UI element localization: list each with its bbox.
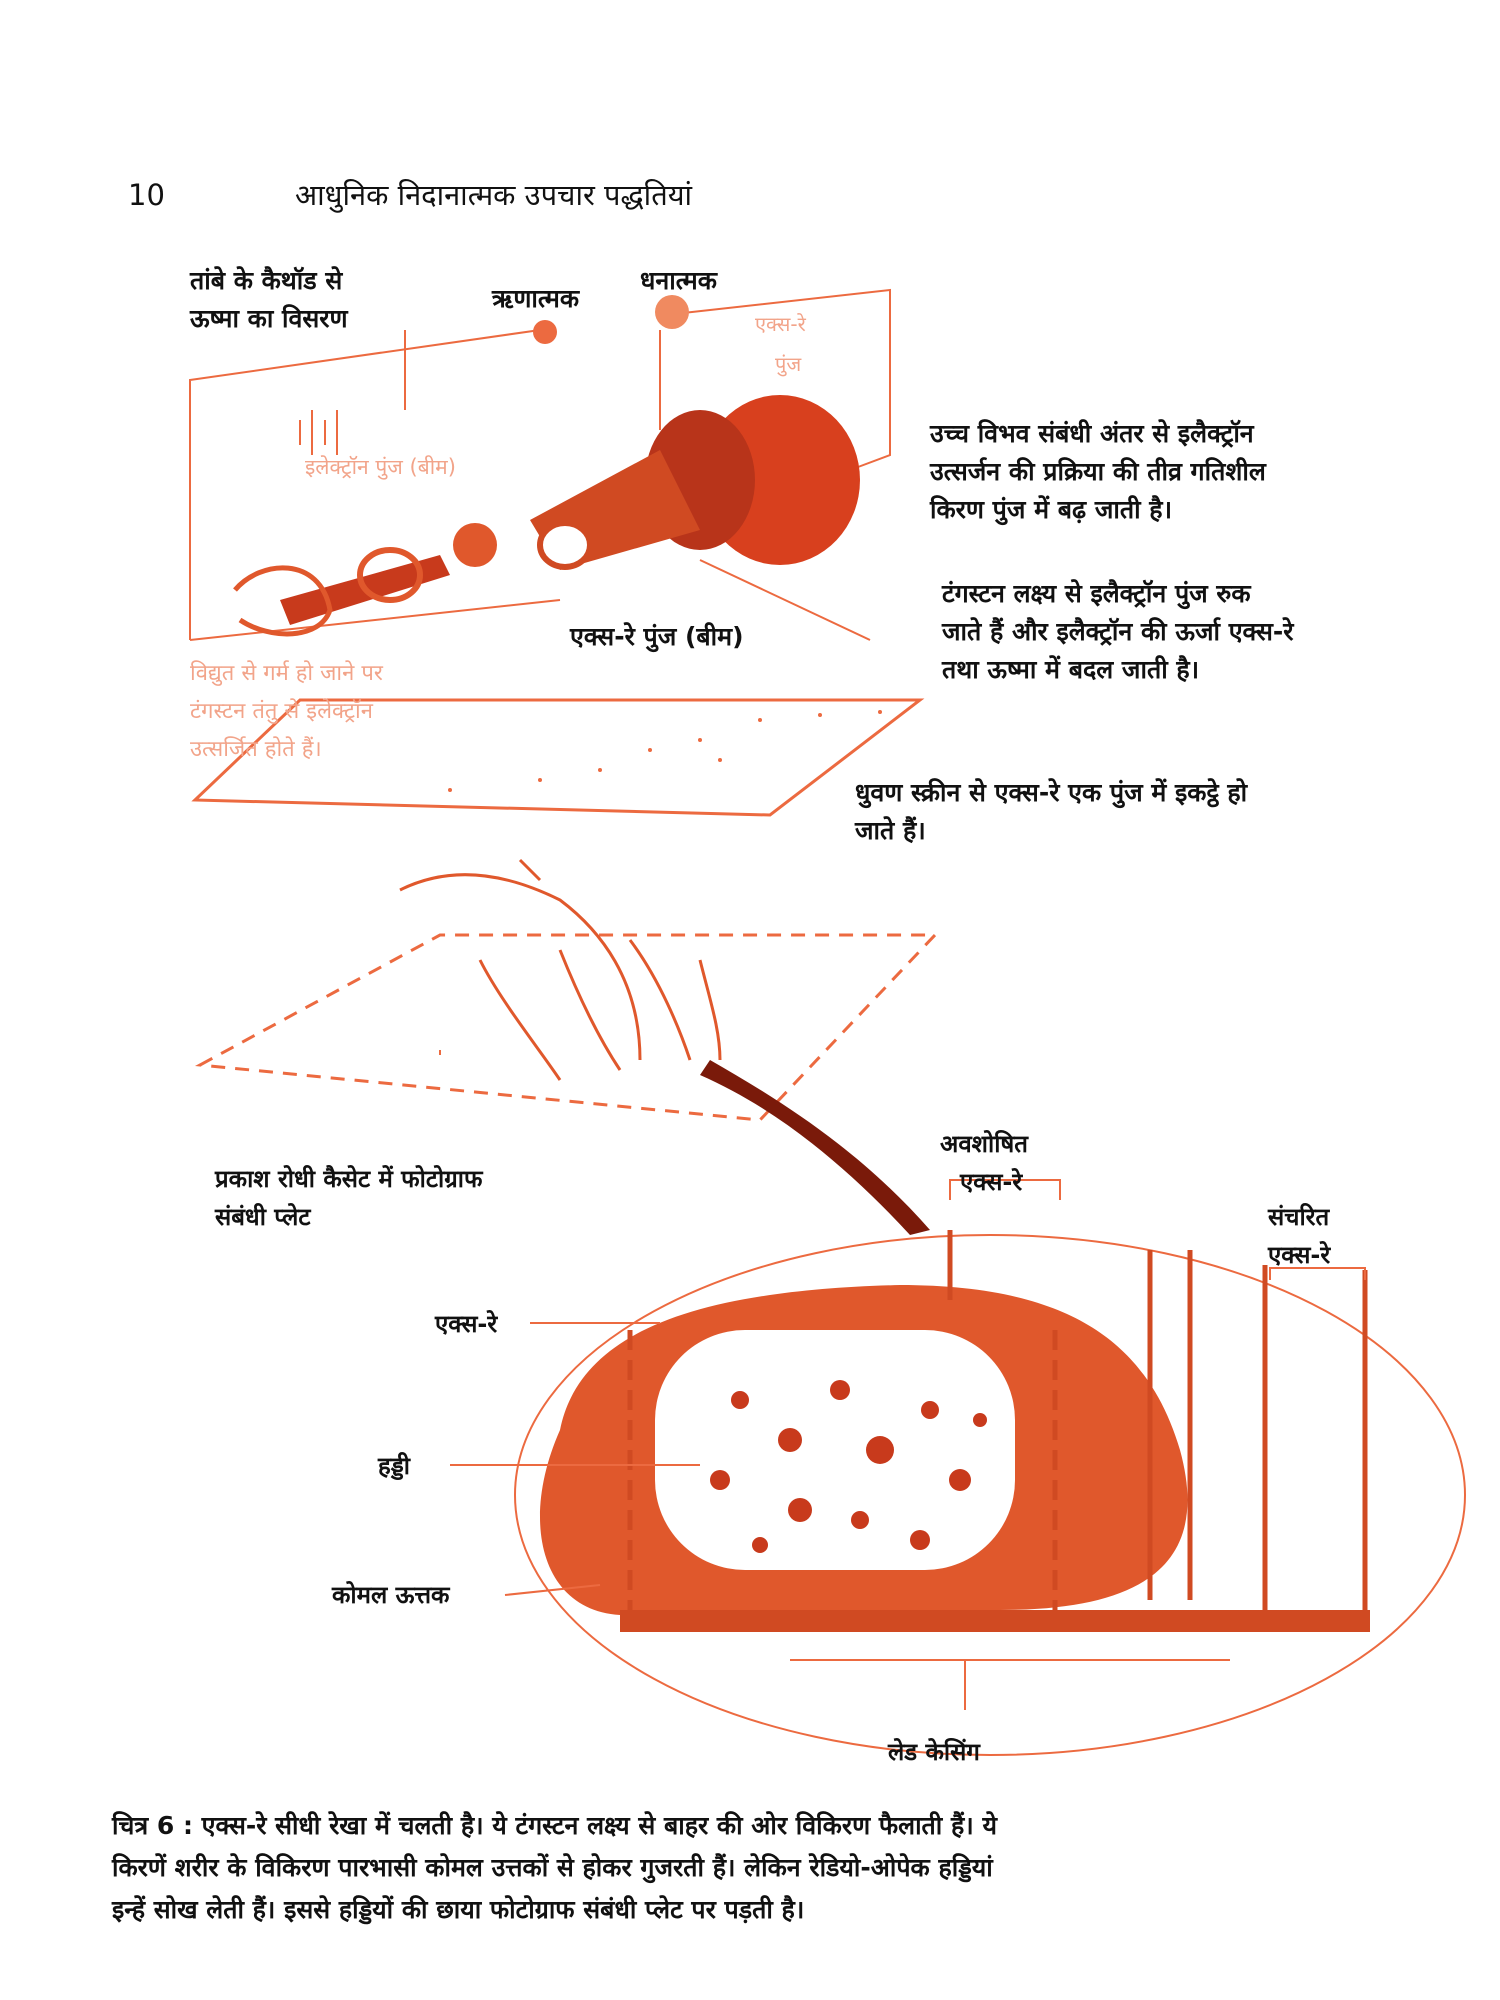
label-xray-beam-faint-2: पुंज	[775, 352, 802, 376]
label-xray-beam: एक्स-रे पुंज (बीम)	[570, 622, 744, 651]
label-electron-beam: इलेक्ट्रॉन पुंज (बीम)	[305, 455, 456, 479]
figure-caption: चित्र 6 : एक्स-रे सीधी रेखा में चलती है।…	[112, 1805, 1472, 1931]
cross-section	[450, 1179, 1466, 1756]
label-lead-casing: लेड केसिंग	[888, 1738, 980, 1766]
caption-line: इन्हें सोख लेती हैं। इससे हड्डियों की छा…	[112, 1895, 805, 1924]
label-positive: धनात्मक	[640, 266, 717, 295]
note-screen-2: जाते हैं।	[855, 816, 926, 845]
page-number: 10	[128, 178, 165, 212]
caption-line: किरणें शरीर के विकिरण पारभासी कोमल उत्तक…	[112, 1853, 993, 1882]
fluorescent-screen	[191, 698, 925, 817]
label-xray-beam-faint-1: एक्स-रे	[755, 312, 806, 336]
running-header-title: आधुनिक निदानात्मक उपचार पद्धतियां	[295, 178, 693, 212]
cassette-plate	[194, 933, 939, 1122]
note-potential-2: उत्सर्जन की प्रक्रिया की तीव्र गतिशील	[930, 457, 1266, 486]
positive-terminal	[655, 295, 689, 329]
note-potential-1: उच्च विभव संबंधी अंतर से इलैक्ट्रॉन	[930, 419, 1254, 448]
label-cathode-heat-2: ऊष्मा का विसरण	[190, 304, 348, 333]
label-cathode-heat-1: तांबे के कैथॉड से	[190, 266, 343, 295]
label-filament-1: विद्युत से गर्म हो जाने पर	[190, 661, 383, 686]
xray-tube	[233, 395, 860, 637]
label-bone: हड्डी	[378, 1452, 410, 1480]
circuit-wire	[189, 329, 541, 640]
label-xray: एक्स-रे	[435, 1310, 498, 1338]
note-tungsten-3: तथा ऊष्मा में बदल जाती है।	[942, 655, 1200, 684]
label-soft-tissue: कोमल ऊत्तक	[332, 1581, 450, 1609]
note-screen-1: धुवण स्क्रीन से एक्स-रे एक पुंज में इकट्…	[855, 778, 1248, 807]
label-filament-3: उत्सर्जित होते हैं।	[190, 737, 322, 762]
film-connector	[700, 1060, 930, 1235]
label-absorbed-2: एक्स-रे	[960, 1168, 1023, 1196]
circuit-wire-positive	[664, 288, 891, 471]
note-tungsten-1: टंगस्टन लक्ष्य से इलैक्ट्रॉन पुंज रुक	[942, 579, 1251, 608]
label-filament-2: टंगस्टन तंतु से इलेक्ट्रॉन	[190, 699, 373, 724]
label-absorbed-1: अवशोषित	[940, 1130, 1028, 1158]
negative-terminal	[533, 320, 557, 344]
screen-dots	[448, 710, 882, 792]
bone-marrow	[710, 1380, 987, 1553]
note-potential-3: किरण पुंज में बढ़ जाती है।	[930, 495, 1173, 524]
label-cassette-2: संबंधी प्लेट	[215, 1203, 311, 1231]
xray-tube-diagram	[189, 288, 939, 1122]
hand-drawing	[399, 858, 722, 1081]
caption-line: चित्र 6 : एक्स-रे सीधी रेखा में चलती है।…	[112, 1811, 997, 1840]
note-tungsten-2: जाते हैं और इलैक्ट्रॉन की ऊर्जा एक्स-रे	[942, 617, 1294, 646]
label-cassette-1: प्रकाश रोधी कैसेट में फोटोग्राफ	[215, 1165, 483, 1193]
label-transmitted-1: संचरित	[1268, 1203, 1330, 1231]
label-transmitted-2: एक्स-रे	[1268, 1241, 1331, 1269]
label-negative: ऋणात्मक	[492, 284, 580, 313]
